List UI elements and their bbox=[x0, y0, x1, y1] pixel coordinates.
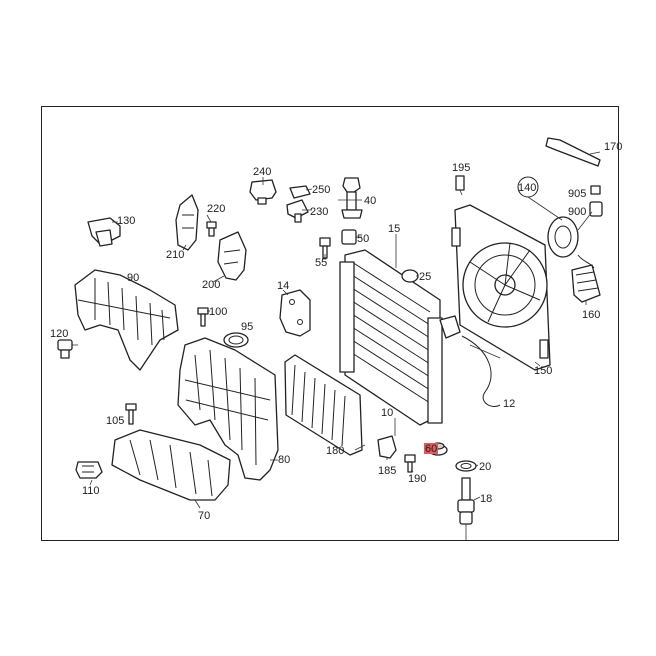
hose-clamp-95 bbox=[223, 332, 249, 348]
clip-110 bbox=[75, 461, 103, 479]
label-180: 180 bbox=[326, 445, 344, 457]
label-18: 18 bbox=[480, 493, 492, 505]
label-900: 900 bbox=[568, 206, 586, 218]
clip-120 bbox=[57, 339, 78, 359]
bracket-185 bbox=[377, 435, 397, 459]
label-240: 240 bbox=[253, 166, 271, 178]
label-905: 905 bbox=[568, 188, 586, 200]
control-unit-160 bbox=[571, 254, 601, 303]
vent-valve-40 bbox=[341, 177, 363, 219]
label-110: 110 bbox=[82, 485, 100, 497]
label-100: 100 bbox=[209, 306, 227, 318]
label-40: 40 bbox=[364, 195, 376, 207]
sensor-905 bbox=[590, 185, 601, 195]
frame-80 bbox=[177, 337, 279, 481]
label-210: 210 bbox=[166, 249, 184, 261]
wire-12 bbox=[461, 335, 501, 407]
bracket-14 bbox=[279, 289, 311, 337]
label-14: 14 bbox=[277, 280, 289, 292]
label-70: 70 bbox=[198, 510, 210, 522]
plug-25 bbox=[401, 269, 419, 283]
label-90: 90 bbox=[127, 272, 139, 284]
label-190: 190 bbox=[408, 473, 426, 485]
holder-230 bbox=[286, 199, 309, 223]
screw-55 bbox=[319, 237, 331, 259]
cable-tie-170 bbox=[545, 137, 601, 167]
fan-motor-140 bbox=[517, 176, 579, 258]
bracket-210 bbox=[175, 194, 199, 251]
part-labels: 10 12 14 15 18 20 25 40 50 55 60 70 80 9… bbox=[50, 141, 622, 522]
label-160: 160 bbox=[582, 309, 600, 321]
label-105: 105 bbox=[106, 415, 124, 427]
label-50: 50 bbox=[357, 233, 369, 245]
label-130: 130 bbox=[117, 215, 135, 227]
label-185: 185 bbox=[378, 465, 396, 477]
drain-plug-18 bbox=[457, 477, 475, 525]
label-95: 95 bbox=[241, 321, 253, 333]
label-25: 25 bbox=[419, 271, 431, 283]
label-150: 150 bbox=[534, 365, 552, 377]
label-200: 200 bbox=[202, 279, 220, 291]
rubber-mount-130 bbox=[87, 217, 121, 247]
label-220: 220 bbox=[207, 203, 225, 215]
condenser-180 bbox=[284, 354, 363, 456]
sensor-900 bbox=[589, 201, 603, 217]
plug-50 bbox=[341, 229, 357, 245]
screw-220 bbox=[206, 221, 217, 237]
screw-100 bbox=[197, 307, 209, 327]
label-60: 60 bbox=[425, 443, 437, 455]
screw-105 bbox=[125, 403, 137, 425]
label-80: 80 bbox=[278, 454, 290, 466]
label-120: 120 bbox=[50, 328, 68, 340]
label-195: 195 bbox=[452, 162, 470, 174]
seal-20 bbox=[455, 460, 477, 472]
bracket-200 bbox=[217, 231, 247, 281]
label-250: 250 bbox=[312, 184, 330, 196]
radiator-15 bbox=[339, 249, 461, 426]
label-170: 170 bbox=[604, 141, 622, 153]
cap-240 bbox=[249, 179, 277, 205]
label-12: 12 bbox=[503, 398, 515, 410]
screw-190 bbox=[404, 454, 416, 473]
fan-shroud-150 bbox=[451, 204, 551, 371]
label-20: 20 bbox=[479, 461, 491, 473]
label-140: 140 bbox=[518, 182, 536, 194]
label-230: 230 bbox=[310, 206, 328, 218]
label-55: 55 bbox=[315, 257, 327, 269]
air-duct-90 bbox=[74, 269, 179, 371]
leader-lines bbox=[89, 151, 601, 540]
highlight-box-60 bbox=[424, 443, 438, 454]
cap-250 bbox=[289, 185, 311, 199]
label-10: 10 bbox=[381, 407, 393, 419]
air-duct-70 bbox=[111, 429, 231, 501]
clip-195 bbox=[455, 175, 465, 191]
label-15: 15 bbox=[388, 223, 400, 235]
